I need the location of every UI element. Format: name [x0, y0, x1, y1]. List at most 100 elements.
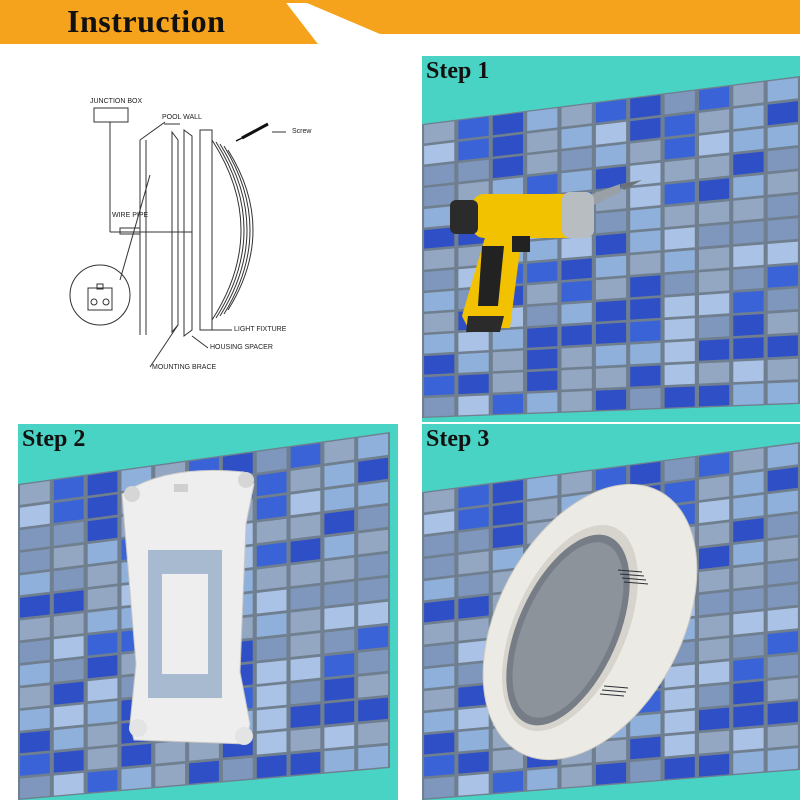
wall-tile: [595, 99, 627, 123]
wall-tile: [290, 585, 321, 610]
wall-tile: [595, 739, 627, 763]
wall-tile: [767, 358, 798, 381]
wall-tile: [424, 354, 455, 375]
wall-tile: [87, 517, 118, 542]
wall-tile: [664, 457, 695, 482]
wall-tile: [733, 105, 764, 130]
wall-tile: [155, 763, 186, 787]
wall-tile: [733, 518, 764, 543]
wall-tile: [324, 581, 355, 606]
wall-tile: [458, 751, 489, 774]
wall-tile: [595, 255, 627, 278]
wall-tile: [87, 746, 118, 770]
wall-tile: [424, 121, 455, 144]
wall-tile: [256, 471, 287, 497]
wall-tile: [733, 541, 764, 566]
wall-tile: [767, 607, 798, 632]
wall-tile: [290, 704, 321, 728]
wall-tile: [424, 710, 455, 733]
wall-tile: [699, 638, 730, 662]
wall-tile: [733, 448, 764, 473]
label-screw: Screw: [292, 128, 312, 135]
wall-tile: [290, 609, 321, 634]
wall-tile: [630, 342, 661, 365]
wall-tile: [53, 681, 84, 705]
wall-tile: [492, 393, 523, 415]
wall-tile: [20, 730, 50, 754]
wall-tile: [424, 776, 455, 799]
wall-tile: [664, 227, 695, 250]
wall-tile: [561, 470, 592, 495]
wall-tile: [767, 382, 798, 404]
wall-tile: [595, 300, 627, 322]
wall-tile: [492, 770, 523, 793]
wall-tile: [358, 601, 388, 626]
wall-tile: [664, 341, 695, 363]
wall-tile: [630, 185, 661, 208]
wall-tile: [699, 316, 730, 338]
wall-tile: [87, 701, 118, 725]
wall-tile: [458, 551, 489, 575]
wall-tile: [324, 486, 355, 511]
wall-tile: [458, 506, 489, 531]
wall-tile: [87, 494, 118, 519]
label-mounting-brace: MOUNTING BRACE: [152, 364, 217, 371]
wall-tile: [290, 514, 321, 539]
wall-tile: [87, 540, 118, 565]
wall-tile: [492, 177, 523, 200]
wall-tile: [424, 688, 455, 711]
wall-tile: [358, 649, 388, 674]
wall-tile: [324, 605, 355, 630]
wall-tile: [527, 108, 558, 131]
wall-tile: [256, 542, 287, 567]
wall-tile: [699, 753, 730, 777]
wall-tile: [290, 751, 321, 776]
wall-tile: [424, 754, 455, 777]
wall-tile: [527, 768, 558, 791]
wall-tile: [189, 760, 219, 784]
label-junction-box: JUNCTION BOX: [90, 98, 143, 105]
wall-tile: [699, 109, 730, 133]
wall-tile: [561, 390, 592, 412]
banner-title: Instruction: [67, 3, 226, 39]
wall-tile: [664, 250, 695, 273]
wall-tile: [595, 233, 627, 256]
wall-tile: [424, 248, 455, 270]
mounting-bracket-icon: [121, 469, 255, 745]
wall-tile: [664, 710, 695, 734]
wall-tile: [699, 362, 730, 384]
wall-tile: [458, 395, 489, 416]
wall-tile: [290, 443, 321, 469]
wall-tile: [53, 772, 84, 796]
wall-tile: [424, 333, 455, 354]
wall-tile: [630, 759, 661, 783]
step-3-label: Step 3: [426, 426, 490, 452]
wall-tile: [767, 124, 798, 149]
wall-tile: [53, 636, 84, 660]
wall-tile: [20, 753, 50, 776]
wall-tile: [699, 339, 730, 361]
wall-tile: [424, 375, 455, 396]
wall-tile: [87, 632, 118, 656]
wall-tile: [733, 727, 764, 751]
wall-tile: [664, 113, 695, 137]
wall-tile: [155, 740, 186, 764]
wall-tile: [527, 173, 558, 196]
wall-tile: [256, 636, 287, 661]
wall-tile: [767, 311, 798, 335]
wall-tile: [20, 549, 50, 573]
wall-tile: [664, 363, 695, 386]
wall-tile: [630, 297, 661, 320]
wall-tile: [664, 90, 695, 115]
wall-tile: [458, 138, 489, 161]
wall-tile: [664, 664, 695, 688]
wall-tile: [324, 677, 355, 701]
wall-tile: [424, 666, 455, 689]
wall-tile: [561, 148, 592, 171]
wall-tile: [492, 547, 523, 571]
wall-tile: [458, 374, 489, 395]
wall-tile: [699, 661, 730, 685]
wall-tile: [767, 584, 798, 608]
wall-tile: [458, 707, 489, 730]
wall-tile: [424, 163, 455, 186]
